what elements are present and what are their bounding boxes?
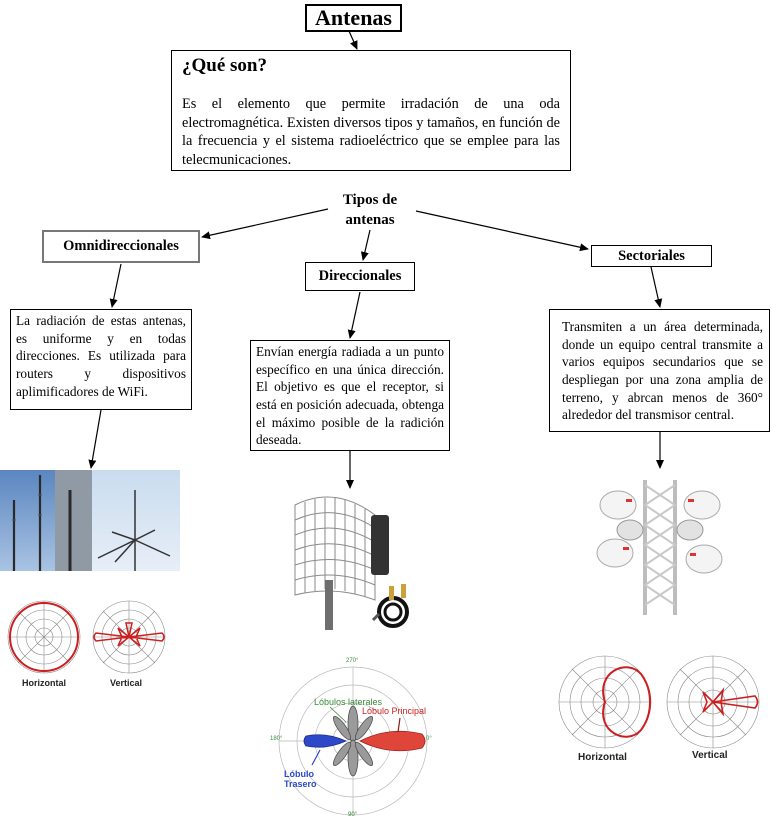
definition-heading: ¿Qué son? [182, 55, 267, 76]
arrow-sec-to-desc [650, 266, 663, 308]
sec-caption-vertical: Vertical [692, 750, 728, 761]
main-title: Antenas [305, 4, 402, 32]
omni-pattern-vertical [92, 600, 166, 674]
sec-description: Transmiten a un área determinada, donde … [549, 309, 770, 432]
omni-pattern-horizontal [7, 600, 81, 674]
dir-antenna-photo [294, 496, 409, 630]
dir-description: Envían energía radiada a un punto especí… [250, 340, 450, 451]
lobe-label-left: 180° [270, 736, 283, 742]
lobe-label-right: 0° [426, 736, 432, 742]
arrow-omni-to-desc [109, 263, 122, 308]
sec-caption-horizontal: Horizontal [578, 752, 627, 763]
sec-pattern-vertical [666, 655, 760, 749]
definition-box: ¿Qué son? Es el elemento que permite irr… [171, 50, 571, 171]
category-omnidireccionales: Omnidireccionales [42, 230, 200, 263]
category-sectoriales: Sectoriales [591, 245, 712, 267]
dir-lobe-diagram [278, 666, 428, 816]
arrow-types-to-omni [201, 208, 329, 240]
arrow-title-to-definition [348, 30, 358, 50]
arrow-types-to-dir [360, 229, 371, 261]
sec-tower-photo [596, 480, 723, 615]
lobe-label-top: 270° [346, 658, 359, 664]
definition-text: Es el elemento que permite irradación de… [182, 96, 560, 168]
lobe-label-main: Lóbulo Principal [362, 706, 427, 716]
omni-antenna-photo [0, 470, 180, 571]
omni-caption-horizontal: Horizontal [22, 678, 66, 688]
types-label: Tipos de antenas [342, 192, 398, 228]
omni-caption-vertical: Vertical [110, 678, 143, 688]
arrow-dir-to-desc [347, 291, 361, 339]
arrow-types-to-sec [415, 210, 589, 252]
sec-pattern-horizontal [558, 655, 652, 749]
lobe-label-back: Lóbulo Trasero [284, 769, 317, 789]
lobe-label-bottom: 90° [348, 812, 358, 818]
arrow-omni-to-image [88, 409, 102, 469]
lobe-label-lateral: Lóbulos laterales [314, 697, 383, 707]
omni-description: La radiación de estas antenas, es unifor… [10, 309, 192, 410]
category-direccionales: Direccionales [305, 262, 415, 291]
